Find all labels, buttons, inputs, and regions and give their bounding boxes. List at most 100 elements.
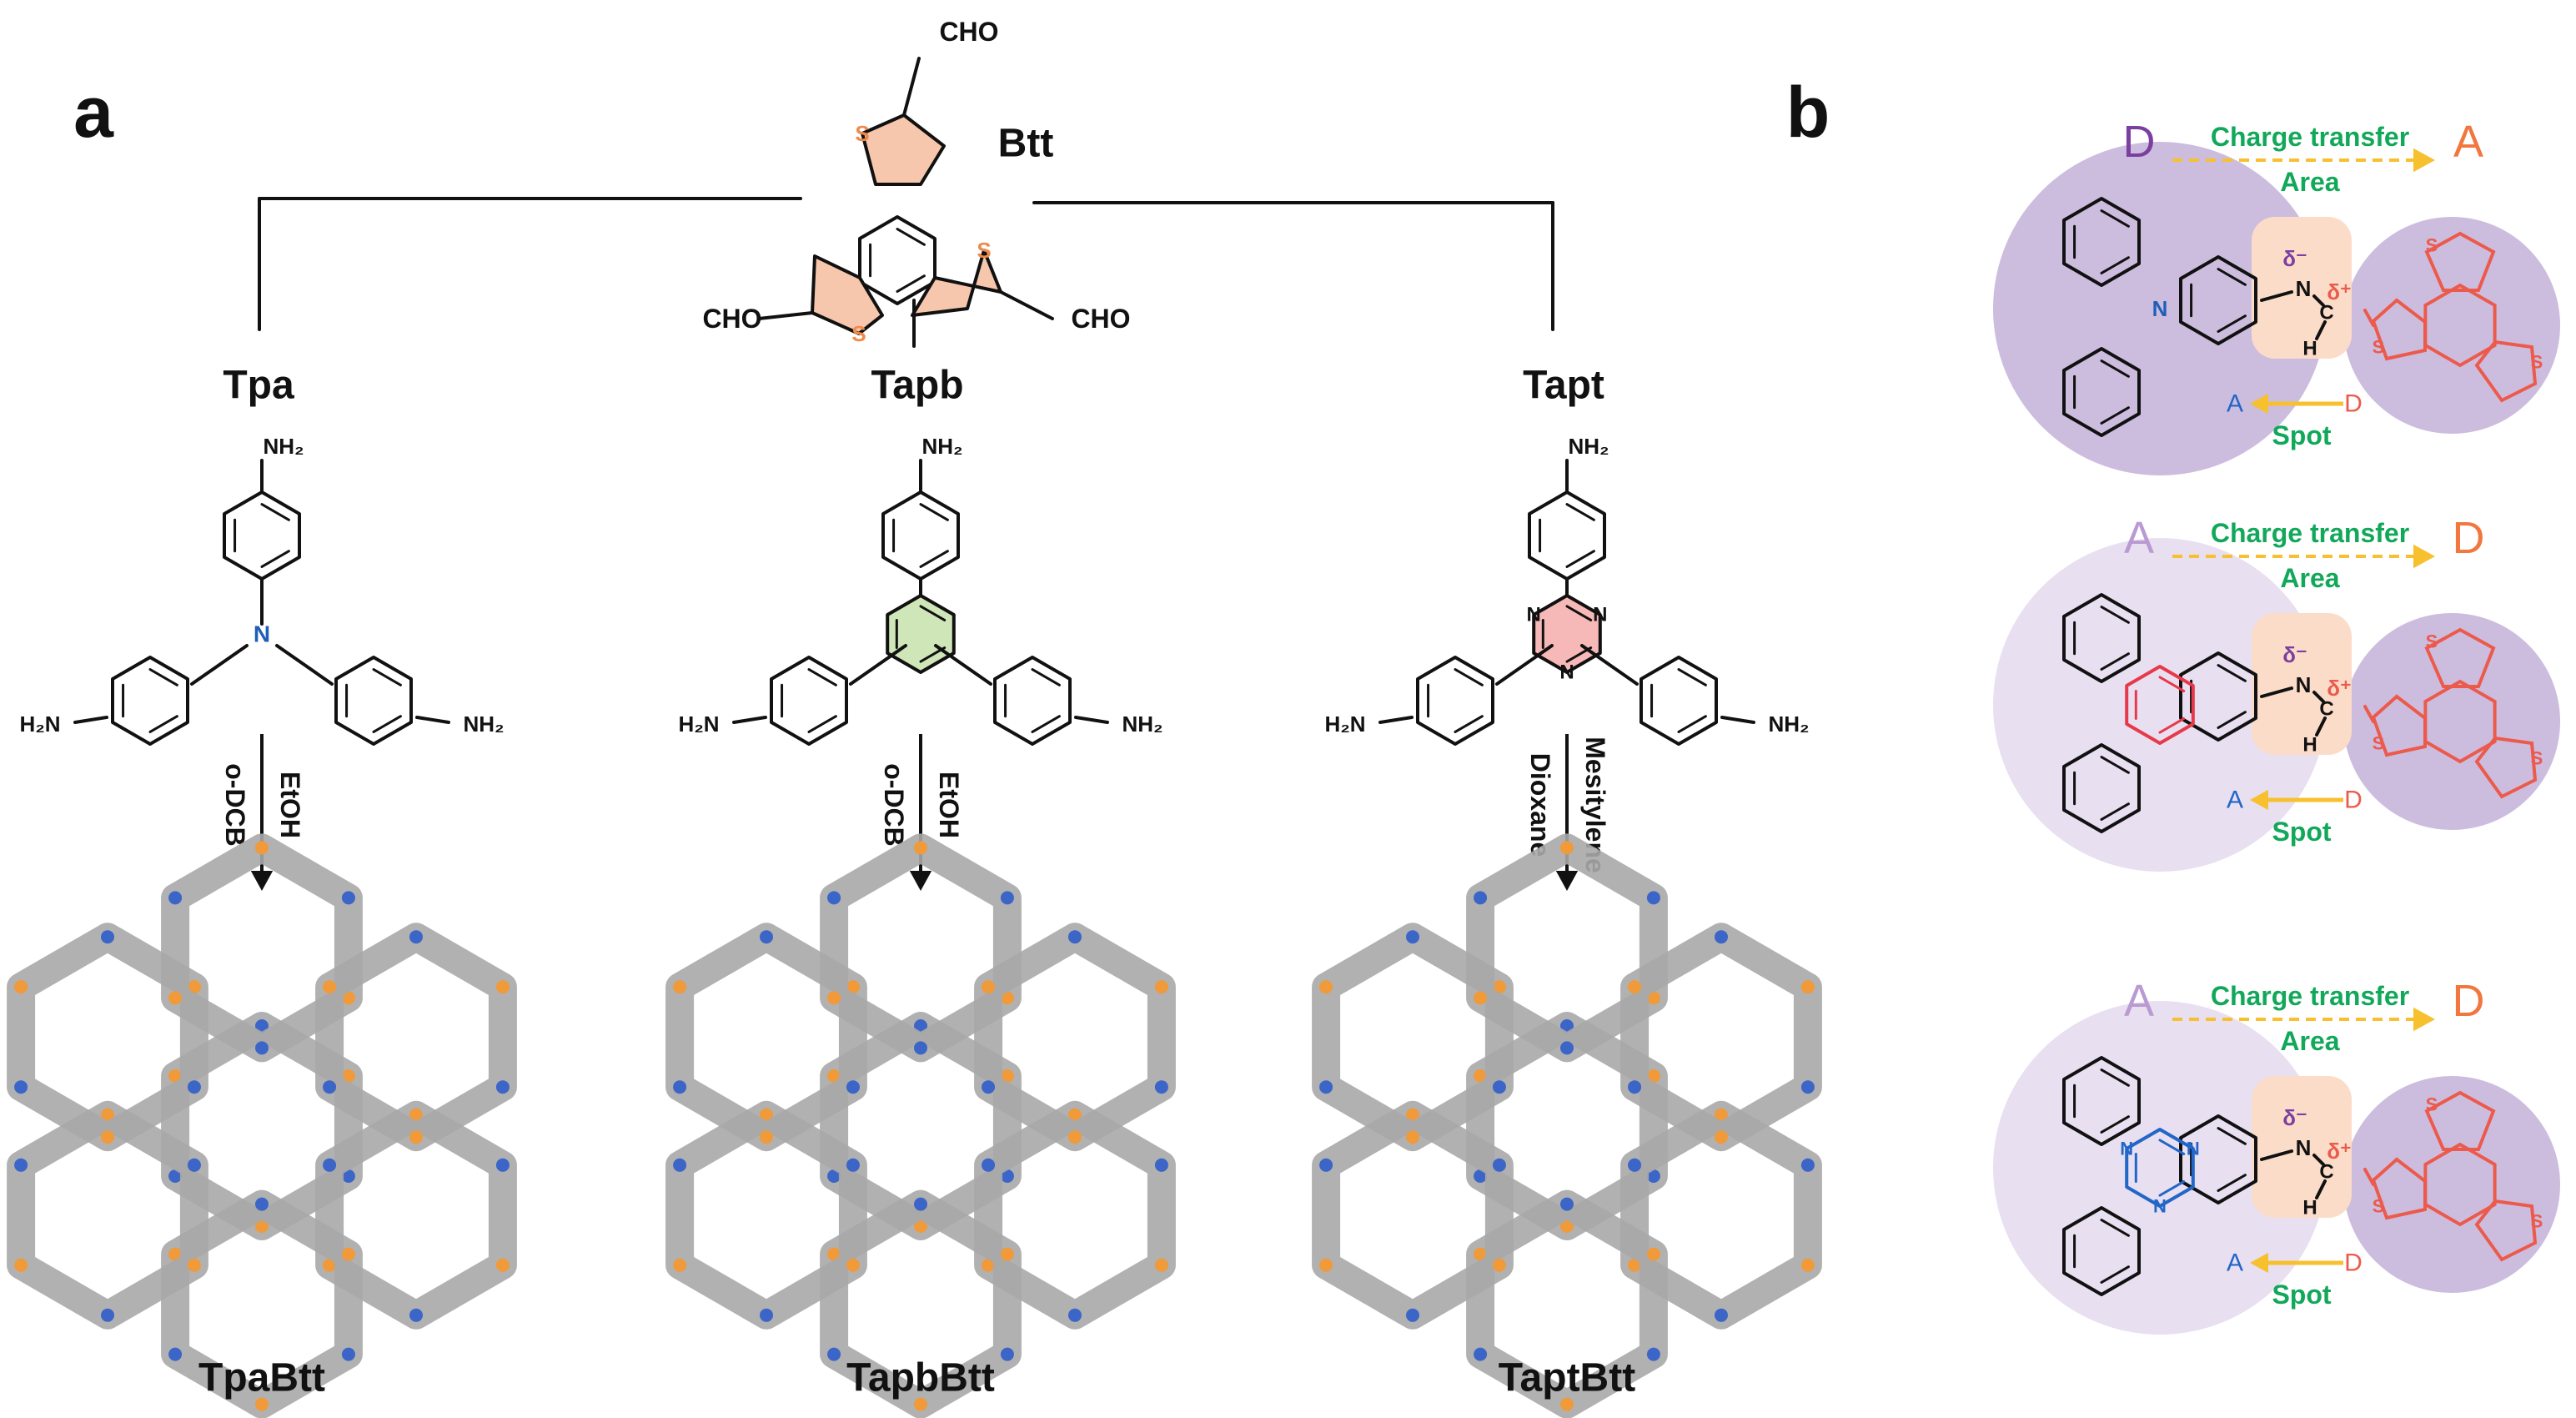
atom-marker <box>101 1130 115 1144</box>
atom-marker <box>1319 1258 1333 1272</box>
atom-marker <box>1474 891 1488 905</box>
atom-marker <box>187 1158 201 1172</box>
atom-marker <box>846 1080 860 1094</box>
atom-marker <box>255 1219 269 1233</box>
bond-line <box>2363 309 2375 327</box>
arrowhead <box>909 871 932 891</box>
double-bond <box>2158 676 2186 692</box>
atom-marker <box>101 930 115 944</box>
double-bond <box>148 668 178 686</box>
spot-d: D <box>2344 787 2363 814</box>
atom-marker <box>187 1258 201 1272</box>
atom-marker <box>1628 1258 1642 1272</box>
panel-label-a: a <box>73 73 114 153</box>
btt-core <box>2423 283 2497 368</box>
atom-marker <box>1492 1258 1506 1272</box>
atom-marker <box>1714 1108 1728 1122</box>
atom-marker <box>409 1108 423 1122</box>
bond-line <box>732 716 767 724</box>
atom-marker <box>1800 1258 1815 1272</box>
bond-line <box>849 644 907 686</box>
atom-marker <box>1067 1108 1082 1122</box>
atom-marker <box>187 1080 201 1094</box>
atom-marker <box>1000 891 1014 905</box>
atom-marker <box>846 1258 860 1272</box>
atom-marker <box>168 1169 183 1183</box>
bond-line <box>1074 716 1109 724</box>
atom-marker <box>1154 980 1168 994</box>
atom-marker <box>341 1069 355 1083</box>
cho-top: CHO <box>939 17 998 47</box>
benzene-ring <box>2062 347 2141 437</box>
atom-marker <box>1154 1158 1168 1172</box>
atom-marker <box>409 1130 423 1144</box>
double-bond <box>2217 1174 2247 1192</box>
btt-thiophene <box>2474 736 2538 799</box>
atom-marker <box>1560 1397 1574 1411</box>
btt-core <box>2423 679 2497 764</box>
double-bond <box>2217 1127 2247 1145</box>
imine-h: H <box>2302 338 2317 360</box>
bond-line <box>2312 1154 2325 1166</box>
delta-plus: δ⁺ <box>2327 676 2352 701</box>
thiophene-ring <box>811 254 884 335</box>
atom-marker <box>341 891 355 905</box>
double-bond <box>2100 1219 2130 1237</box>
atom-marker <box>1628 980 1642 994</box>
spot-d: D <box>2344 1250 2363 1277</box>
bond-line <box>415 716 450 724</box>
atom-marker <box>1406 930 1420 944</box>
bond-line <box>2363 1168 2375 1186</box>
atom-marker <box>1646 1347 1660 1361</box>
atom-marker <box>1646 1169 1660 1183</box>
arrowhead <box>1555 871 1579 891</box>
donor-acceptor-circle-left <box>1993 1001 2327 1335</box>
bond-line <box>2260 290 2293 302</box>
atom-marker <box>1406 1130 1420 1144</box>
delta-minus: δ⁻ <box>2282 1105 2307 1130</box>
product-name: TpaBtt <box>198 1356 325 1400</box>
atom-marker <box>1560 1219 1574 1233</box>
bond-line <box>2312 294 2325 307</box>
arrowhead <box>2413 1007 2435 1032</box>
sulfur-atom: S <box>851 321 866 346</box>
double-bond <box>2100 360 2130 378</box>
solvent-1: o-DCB <box>220 763 250 847</box>
atom-marker <box>827 1169 841 1183</box>
atom-marker <box>1646 891 1660 905</box>
arrowhead <box>2250 789 2268 811</box>
atom-marker <box>1492 1080 1506 1094</box>
atom-marker <box>1406 1108 1420 1122</box>
double-bond <box>2158 717 2186 734</box>
atom-marker <box>827 891 841 905</box>
spot-a: A <box>2227 1250 2243 1277</box>
bond-line <box>1495 644 1554 686</box>
btt-thiophene <box>2474 1199 2538 1262</box>
atom-marker <box>495 1158 510 1172</box>
solvent-2: EtOH <box>275 772 305 838</box>
amine-top: NH₂ <box>921 434 962 459</box>
double-bond <box>896 228 926 246</box>
atom-marker <box>1800 980 1815 994</box>
double-bond <box>807 715 837 733</box>
atom-marker <box>168 891 183 905</box>
arrowhead <box>2250 393 2268 415</box>
atom-marker <box>982 980 996 994</box>
atom-marker <box>168 1347 183 1361</box>
atom-marker <box>1714 1130 1728 1144</box>
cof-framework <box>7 833 517 1418</box>
btt-thiophene-top: S <box>855 113 946 186</box>
atom-marker <box>1628 1080 1642 1094</box>
atom-marker <box>1319 980 1333 994</box>
bond-line <box>1378 716 1414 724</box>
bond-line <box>275 644 334 686</box>
atom-marker <box>323 1080 337 1094</box>
atom-marker <box>1000 1247 1014 1261</box>
donor-acceptor-circle-right <box>2343 1076 2560 1293</box>
atom-marker <box>673 1158 687 1172</box>
atom-marker <box>341 1247 355 1261</box>
imine-h: H <box>2302 1197 2317 1219</box>
